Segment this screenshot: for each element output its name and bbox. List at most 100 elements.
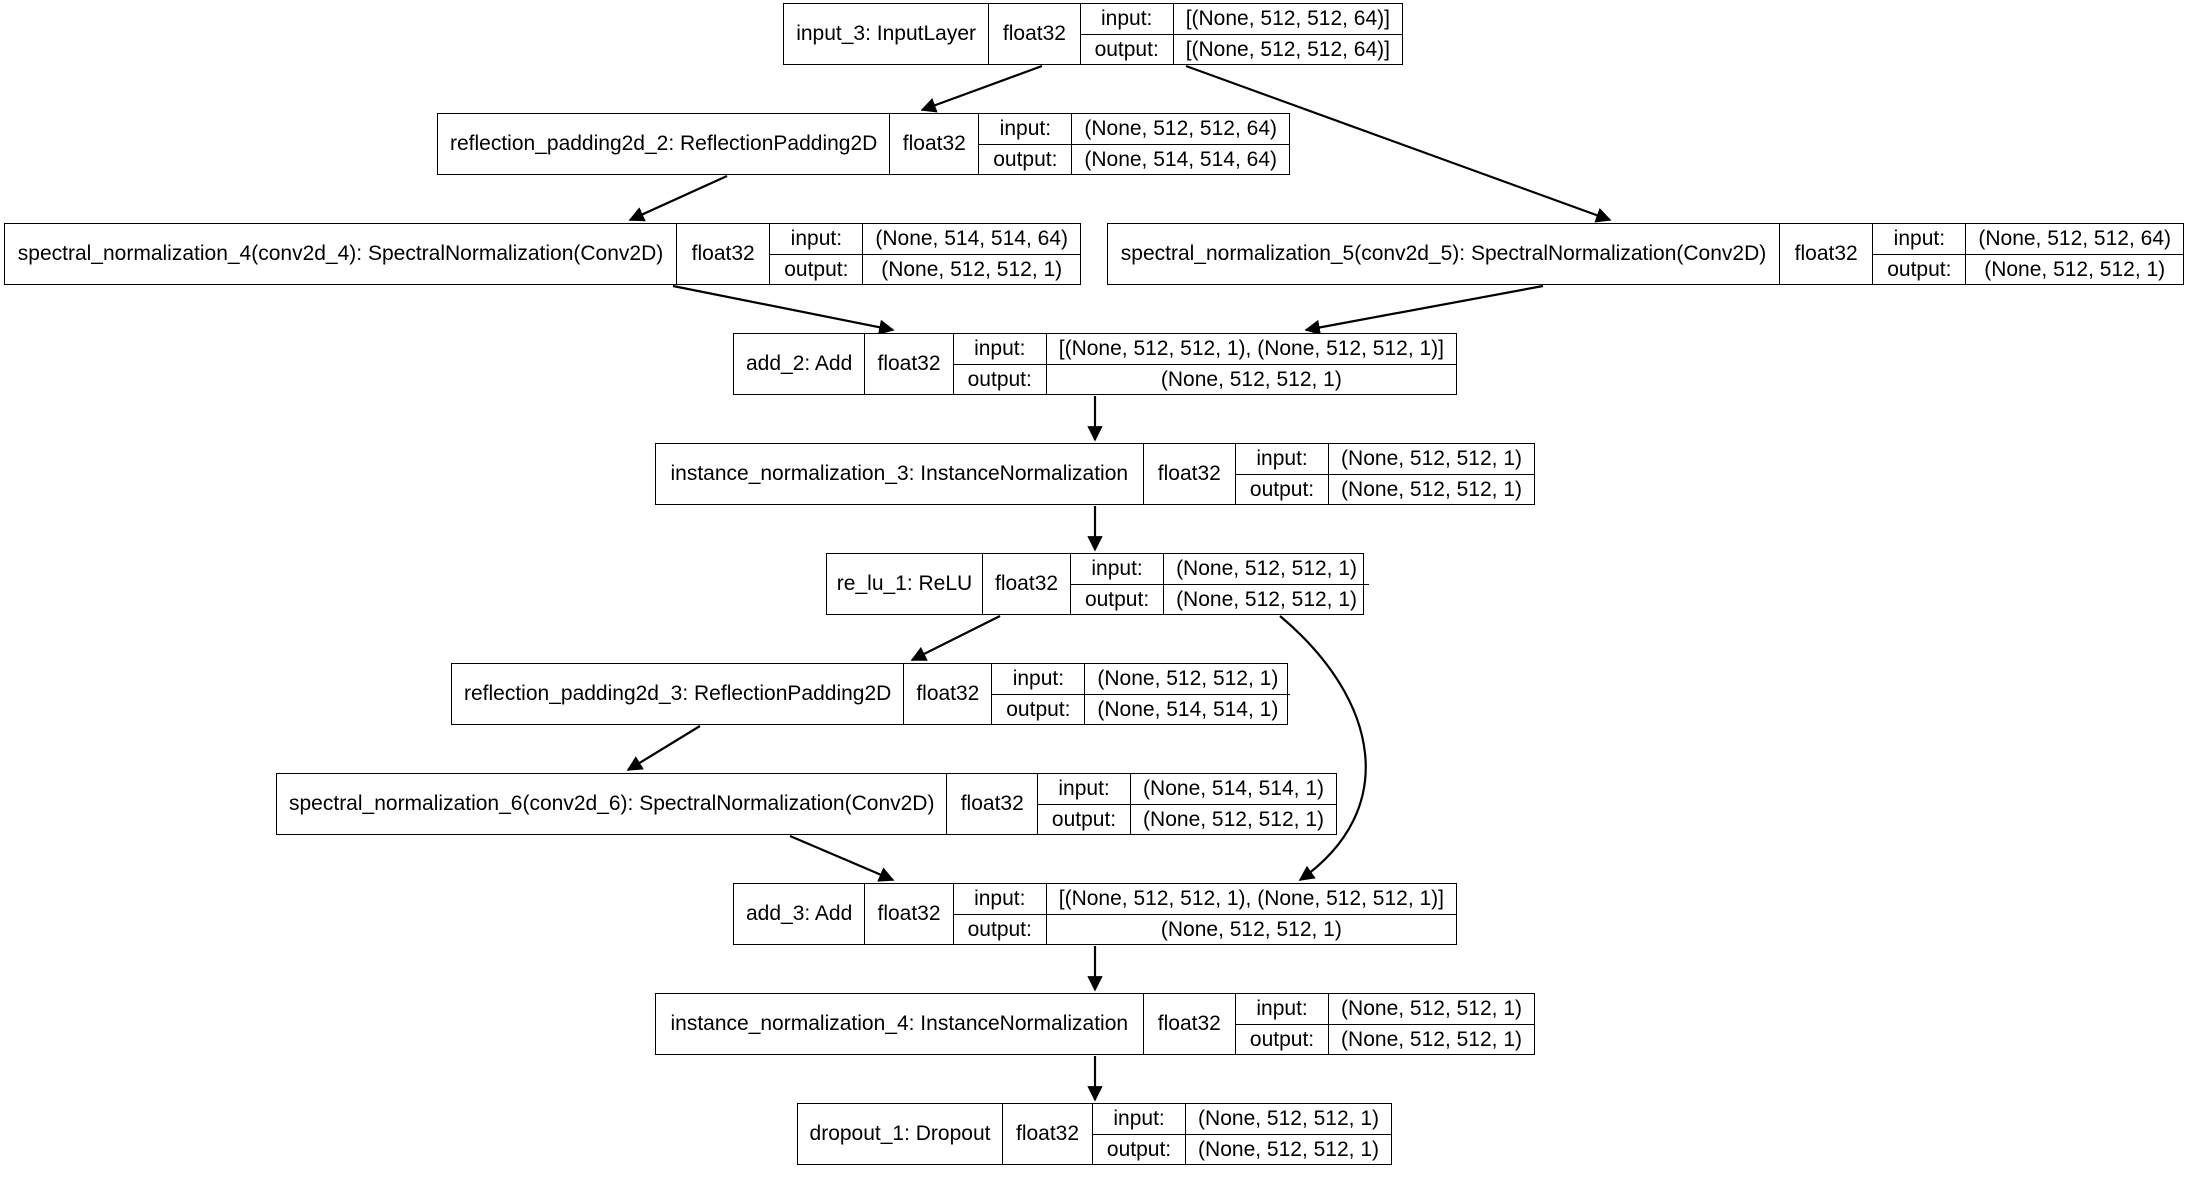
node-dtype: float32: [1142, 444, 1235, 504]
node-reflection-padding2d-2[interactable]: reflection_padding2d_2: ReflectionPaddin…: [437, 113, 1290, 175]
node-output-row: output: (None, 514, 514, 1): [992, 693, 1291, 724]
node-input-row: input: (None, 512, 512, 1): [992, 664, 1290, 694]
node-io-block: input: [(None, 512, 512, 64)] output: [(…: [1079, 4, 1402, 64]
node-dtype: float32: [676, 224, 769, 284]
node-instance-normalization-3[interactable]: instance_normalization_3: InstanceNormal…: [655, 443, 1535, 505]
node-output-row: output: (None, 512, 512, 1): [1236, 473, 1534, 504]
node-reflection-padding2d-3[interactable]: reflection_padding2d_3: ReflectionPaddin…: [451, 663, 1291, 725]
input-label: input:: [1091, 557, 1143, 581]
node-output-row: output: (None, 512, 512, 1): [1038, 803, 1336, 834]
node-dtype: float32: [1002, 1104, 1092, 1164]
node-title: reflection_padding2d_2: ReflectionPaddin…: [450, 132, 878, 156]
node-input-3[interactable]: input_3: InputLayer float32 input: [(Non…: [783, 3, 1403, 65]
node-title: reflection_padding2d_3: ReflectionPaddin…: [464, 682, 892, 706]
input-label: input:: [1101, 7, 1153, 31]
output-label: output:: [1106, 1137, 1172, 1161]
node-title: instance_normalization_3: InstanceNormal…: [670, 462, 1129, 486]
node-output-row: output: (None, 512, 512, 1): [1873, 253, 2183, 284]
output-shape: (None, 514, 514, 1): [1084, 694, 1290, 724]
node-input-row: input: (None, 512, 512, 1): [1236, 994, 1534, 1024]
output-label: output:: [1887, 257, 1952, 281]
edge-spectral_normalization_6-to-add_3: [789, 834, 895, 882]
node-output-row: output: (None, 512, 512, 1): [770, 253, 1080, 284]
node-output-row: output: (None, 512, 512, 1): [1236, 1023, 1534, 1054]
node-title: input_3: InputLayer: [796, 22, 976, 46]
node-dtype: float32: [889, 114, 978, 174]
output-label: output:: [967, 367, 1032, 391]
edge-spectral_normalization_4-to-add_2: [672, 284, 895, 335]
node-dtype: float32: [988, 4, 1079, 64]
node-title: spectral_normalization_6(conv2d_6): Spec…: [289, 792, 935, 816]
node-input-row: input: (None, 514, 514, 1): [1038, 774, 1336, 804]
input-shape: (None, 512, 512, 64): [1071, 114, 1289, 144]
node-title: instance_normalization_4: InstanceNormal…: [670, 1012, 1129, 1036]
node-dtype: float32: [946, 774, 1037, 834]
output-label: output:: [1084, 587, 1150, 611]
node-output-row: output: (None, 512, 512, 1): [1071, 583, 1370, 614]
output-label: output:: [784, 257, 849, 281]
node-dtype: float32: [982, 554, 1070, 614]
node-input-row: input: (None, 512, 512, 1): [1093, 1104, 1391, 1134]
input-shape: [(None, 512, 512, 1), (None, 512, 512, 1…: [1045, 884, 1456, 914]
output-shape: (None, 512, 512, 1): [862, 254, 1080, 284]
input-label: input:: [974, 887, 1026, 911]
input-shape: (None, 512, 512, 1): [1328, 994, 1534, 1024]
node-io-block: input: [(None, 512, 512, 1), (None, 512,…: [952, 334, 1456, 394]
edge-input_3-to-reflection_padding2d_2: [920, 64, 1043, 113]
output-shape: (None, 514, 514, 64): [1071, 144, 1289, 174]
node-output-row: output: [(None, 512, 512, 64)]: [1080, 33, 1402, 64]
node-add-3[interactable]: add_3: Add float32 input: [(None, 512, 5…: [733, 883, 1457, 945]
node-title: spectral_normalization_4(conv2d_4): Spec…: [17, 242, 664, 266]
node-input-row: input: [(None, 512, 512, 1), (None, 512,…: [954, 334, 1456, 364]
output-shape: [(None, 512, 512, 64)]: [1172, 34, 1402, 64]
node-title: add_2: Add: [746, 352, 853, 376]
node-spectral-normalization-4[interactable]: spectral_normalization_4(conv2d_4): Spec…: [4, 223, 1081, 285]
input-shape: (None, 512, 512, 1): [1084, 664, 1290, 694]
node-title: re_lu_1: ReLU: [836, 572, 973, 596]
node-output-row: output: (None, 512, 512, 1): [1093, 1133, 1391, 1164]
input-label: input:: [790, 227, 843, 251]
node-input-row: input: [(None, 512, 512, 1), (None, 512,…: [954, 884, 1456, 914]
input-shape: (None, 514, 514, 64): [862, 224, 1080, 254]
node-dropout-1[interactable]: dropout_1: Dropout float32 input: (None,…: [797, 1103, 1392, 1165]
input-label: input:: [1893, 227, 1946, 251]
node-input-row: input: (None, 512, 512, 1): [1071, 554, 1369, 584]
node-dtype: float32: [864, 884, 952, 944]
node-re-lu-1[interactable]: re_lu_1: ReLU float32 input: (None, 512,…: [826, 553, 1370, 615]
node-input-row: input: (None, 512, 512, 64): [979, 114, 1289, 144]
input-label: input:: [1012, 667, 1065, 691]
output-shape: (None, 512, 512, 1): [1130, 804, 1336, 834]
node-dtype: float32: [903, 664, 991, 724]
edge-re_lu_1-to-reflection_padding2d_3: [910, 615, 1001, 661]
output-label: output:: [1006, 697, 1071, 721]
node-output-row: output: (None, 514, 514, 64): [979, 143, 1289, 174]
input-label: input:: [1256, 447, 1308, 471]
node-input-row: input: (None, 512, 512, 64): [1873, 224, 2183, 254]
output-label: output:: [1051, 807, 1117, 831]
input-shape: (None, 512, 512, 1): [1163, 554, 1369, 584]
node-input-row: input: (None, 512, 512, 1): [1236, 444, 1534, 474]
input-shape: (None, 512, 512, 64): [1965, 224, 2183, 254]
node-output-row: output: (None, 512, 512, 1): [953, 363, 1456, 394]
node-output-row: output: (None, 512, 512, 1): [953, 913, 1456, 944]
node-title: spectral_normalization_5(conv2d_5): Spec…: [1120, 242, 1767, 266]
output-shape: (None, 512, 512, 1): [1328, 1024, 1534, 1054]
node-instance-normalization-4[interactable]: instance_normalization_4: InstanceNormal…: [655, 993, 1535, 1055]
node-io-block: input: (None, 512, 512, 1) output: (None…: [1092, 1104, 1391, 1164]
input-label: input:: [1058, 777, 1110, 801]
output-shape: (None, 512, 512, 1): [1328, 474, 1534, 504]
input-shape: (None, 512, 512, 1): [1328, 444, 1534, 474]
node-spectral-normalization-6[interactable]: spectral_normalization_6(conv2d_6): Spec…: [276, 773, 1337, 835]
edge-re_lu_1-to-add_3: [1279, 615, 1367, 881]
node-io-block: input: (None, 512, 512, 64) output: (Non…: [978, 114, 1289, 174]
node-io-block: input: (None, 512, 512, 1) output: (None…: [1235, 444, 1534, 504]
input-label: input:: [1256, 997, 1308, 1021]
node-add-2[interactable]: add_2: Add float32 input: [(None, 512, 5…: [733, 333, 1457, 395]
node-input-row: input: (None, 514, 514, 64): [770, 224, 1080, 254]
node-spectral-normalization-5[interactable]: spectral_normalization_5(conv2d_5): Spec…: [1107, 223, 2184, 285]
output-shape: (None, 512, 512, 1): [1163, 584, 1369, 614]
input-shape: (None, 514, 514, 1): [1130, 774, 1336, 804]
input-shape: [(None, 512, 512, 1), (None, 512, 512, 1…: [1045, 334, 1456, 364]
edge-reflection_padding2d_3-to-spectral_normalization_6: [626, 725, 701, 771]
